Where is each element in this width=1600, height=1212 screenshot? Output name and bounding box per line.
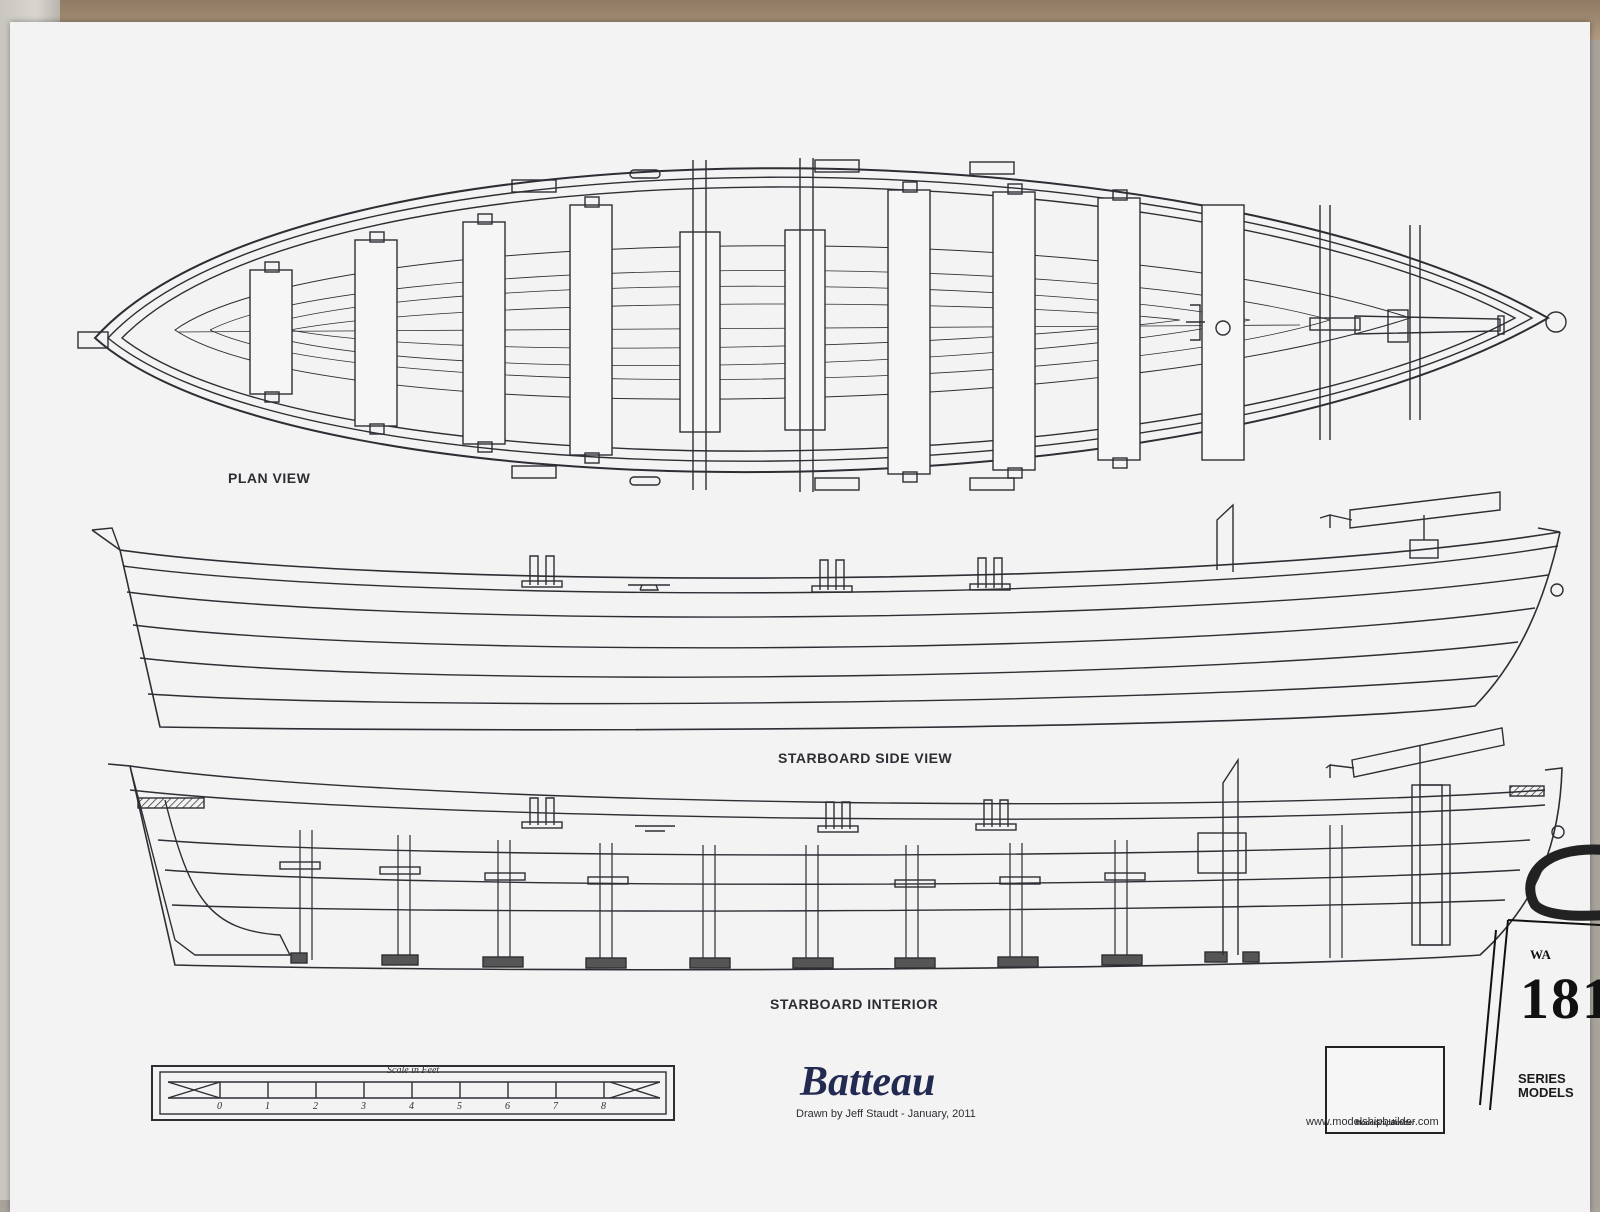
badge-year-text: 181: [1520, 966, 1600, 1031]
scale-tick-1: 1: [265, 1101, 270, 1112]
badge-war-text: WA: [1530, 947, 1551, 962]
scale-tick-0: 0: [217, 1101, 222, 1112]
scale-bar-frame: [151, 1065, 675, 1121]
drawing-title: Batteau: [800, 1059, 936, 1105]
badge-series-text: SERIES MODELS: [1518, 1072, 1574, 1100]
drawing-credit: Drawn by Jeff Staudt - January, 2011: [796, 1108, 976, 1120]
scale-tick-4: 4: [409, 1101, 414, 1112]
side-view-label: STARBOARD SIDE VIEW: [778, 750, 953, 766]
scale-tick-3: 3: [361, 1101, 366, 1112]
scale-caption: Scale in Feet: [387, 1065, 440, 1076]
war-1812-badge-frame: [1479, 919, 1600, 1111]
scale-tick-6: 6: [505, 1101, 510, 1112]
logo-name: ModelShipBuilder: [1355, 1120, 1415, 1127]
scale-tick-8: 8: [601, 1101, 606, 1112]
badge-series-line: SERIES: [1518, 1071, 1566, 1086]
modelshipbuilder-logo: ModelShipBuilder: [1325, 1046, 1445, 1134]
interior-view-label: STARBOARD INTERIOR: [770, 996, 939, 1012]
website-url: www.modelshipbuilder.com: [1306, 1116, 1439, 1128]
plan-view-label: PLAN VIEW: [228, 470, 311, 486]
ring-decoration: [1525, 844, 1600, 921]
scale-tick-5: 5: [457, 1101, 462, 1112]
starboard-side-view-hull: [91, 491, 1564, 731]
badge-models-line: MODELS: [1518, 1085, 1574, 1100]
scale-tick-2: 2: [313, 1101, 318, 1112]
scale-tick-7: 7: [553, 1101, 558, 1112]
plan-view-hull: [77, 158, 1567, 492]
